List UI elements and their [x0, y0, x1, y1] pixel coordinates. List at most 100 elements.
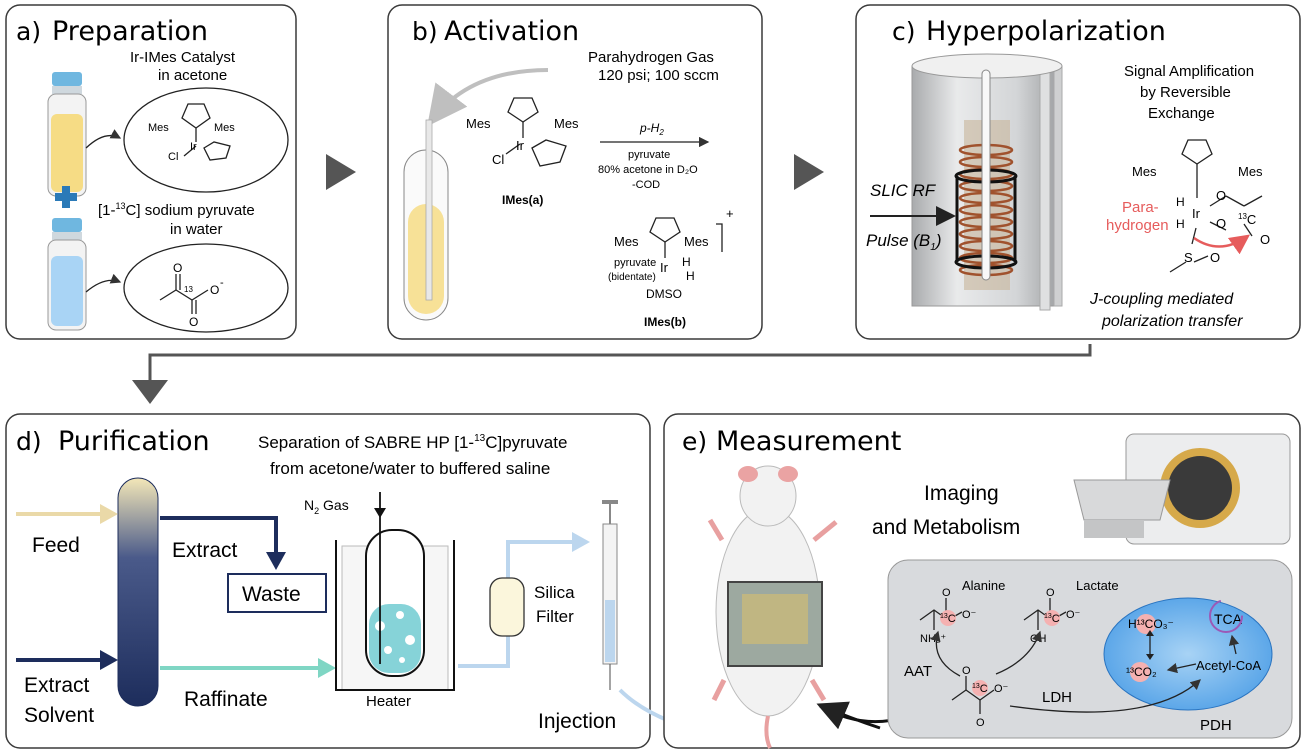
alanine-label: Alanine [962, 578, 1005, 593]
catalyst-mes-right: Mes [214, 122, 235, 134]
parahydrogen-line2: hydrogen [1106, 217, 1169, 234]
sabre-o2: O [1216, 216, 1226, 231]
imes-b-mes-right: Mes [684, 234, 709, 249]
n2-gas-label: N2 Gas [304, 497, 349, 516]
sabre-o3: O [1260, 232, 1270, 247]
extract-solvent-line1: Extract [24, 674, 90, 697]
pyruvate-label-line2: in water [170, 221, 223, 238]
raffinate-label: Raffinate [184, 688, 268, 711]
imes-a-structure [505, 97, 567, 167]
imes-a-cl: Cl [492, 152, 504, 167]
plus-icon [55, 186, 77, 208]
panel-activation: b) Activation Parahydrogen Gas 120 psi; … [387, 4, 763, 340]
syringe-icon [602, 500, 618, 690]
sabre-line2: by Reversible [1140, 84, 1231, 101]
sabre-mes-right: Mes [1238, 164, 1263, 179]
sabre-ir: Ir [1192, 206, 1201, 221]
imes-b-pyruvate: pyruvate [614, 257, 656, 269]
heater-label: Heater [366, 693, 411, 710]
waste-box [227, 573, 327, 613]
extract-flow-line [160, 516, 278, 556]
sabre-c13: 13C [1238, 212, 1256, 227]
pyruvate-o-minus: O [210, 283, 219, 297]
sabre-mes-left: Mes [1132, 164, 1157, 179]
panel-b-title: Activation [444, 16, 579, 47]
parahydrogen-line1: Para- [1122, 199, 1159, 216]
imes-b-bidentate: (bidentate) [608, 272, 656, 283]
sabre-h1: H [1176, 195, 1185, 209]
silica-label-line1: Silica [534, 583, 575, 602]
slic-rf-label: SLIC RF [870, 181, 937, 200]
panel-b-letter: b) [412, 17, 438, 46]
co2-label: ¹³CO₂ [1126, 665, 1157, 679]
pyruvate-vial [47, 218, 87, 331]
pyruvate-center-structure [951, 676, 995, 714]
sabre-h2: H [1176, 217, 1185, 231]
imes-a-mes-right: Mes [554, 116, 579, 131]
catalyst-label-line2: in acetone [158, 67, 227, 84]
acetyl-coa-label: Acetyl-CoA [1196, 658, 1261, 673]
panel-d-letter: d) [16, 427, 42, 456]
gas-label-line2: 120 psi; 100 sccm [598, 67, 719, 84]
gas-label-line1: Parahydrogen Gas [588, 49, 714, 66]
pyruvate-o-bottom-center: O [976, 717, 985, 729]
reagent-pyruvate: pyruvate [628, 149, 670, 161]
step-arrow-a-to-b [326, 154, 356, 190]
jcoupling-line2: polarization transfer [1101, 313, 1243, 330]
lactate-o-minus: O⁻ [1066, 609, 1081, 621]
sabre-s: S [1184, 250, 1193, 265]
reagent-cod: -COD [632, 179, 660, 191]
polarization-transfer-arrow [1193, 234, 1251, 255]
lactate-o: O [1046, 587, 1055, 599]
panel-c-letter: c) [892, 17, 916, 46]
pyruvate-o-minus-center: O⁻ [994, 683, 1009, 695]
imes-a-label: IMes(a) [502, 193, 543, 207]
sabre-o1: O [1216, 188, 1226, 203]
sabre-line1: Signal Amplification [1124, 63, 1254, 80]
catalyst-vial [47, 72, 87, 197]
imes-b-h1: H [682, 255, 691, 269]
imes-b-mes-left: Mes [614, 234, 639, 249]
reagent-ph2: p-H2 [639, 121, 664, 137]
imes-b-dmso: DMSO [646, 287, 682, 301]
extraction-column [117, 477, 159, 707]
imes-b-plus: + [726, 206, 734, 221]
rat-illustration [707, 465, 838, 749]
extract-label: Extract [172, 539, 238, 562]
panel-measurement: e) Measurement Imaging and Metabolism [663, 413, 1301, 749]
imes-b-ir: Ir [660, 260, 669, 275]
ir-imes-catalyst-structure [181, 103, 231, 161]
imes-a-ir: Ir [516, 138, 525, 153]
lactate-label: Lactate [1076, 578, 1119, 593]
mri-scanner-icon [1073, 433, 1291, 545]
alanine-c13: 13C [940, 613, 956, 625]
pyruvate-c13-center: 13C [972, 683, 988, 695]
pyruvate-label-line1: [1-13C] sodium pyruvate [98, 201, 255, 219]
imes-b-h2: H [686, 269, 695, 283]
jcoupling-line1: J-coupling mediated [1089, 291, 1234, 308]
heater-beaker [335, 492, 455, 691]
pyruvate-o-bottom: O [189, 315, 198, 329]
panel-hyperpolarization: c) Hyperpolarization SLIC RF [855, 4, 1301, 340]
extract-solvent-line2: Solvent [24, 704, 94, 727]
alanine-nh3: NH₃⁺ [920, 633, 946, 645]
panel-d-title: Purification [58, 426, 210, 457]
row-connector-arrowhead [132, 380, 168, 404]
aat-label: AAT [904, 663, 932, 680]
catalyst-mes-left: Mes [148, 122, 169, 134]
imes-b-label: IMes(b) [644, 315, 686, 329]
sabre-line3: Exchange [1148, 105, 1215, 122]
ldh-label: LDH [1042, 689, 1072, 706]
ldh-arrow [995, 630, 1042, 675]
catalyst-cl: Cl [168, 151, 178, 163]
catalyst-label-line1: Ir-IMes Catalyst [130, 49, 236, 66]
catalyst-structure-ellipse [123, 87, 289, 193]
panel-e-letter: e) [682, 427, 707, 456]
alanine-o-minus: O⁻ [962, 609, 977, 621]
mitochondrion [1103, 597, 1273, 711]
imes-a-mes-left: Mes [466, 116, 491, 131]
imes-b-structure [649, 217, 723, 258]
pyruvate-structure [159, 274, 209, 314]
nmr-tube [403, 119, 449, 321]
